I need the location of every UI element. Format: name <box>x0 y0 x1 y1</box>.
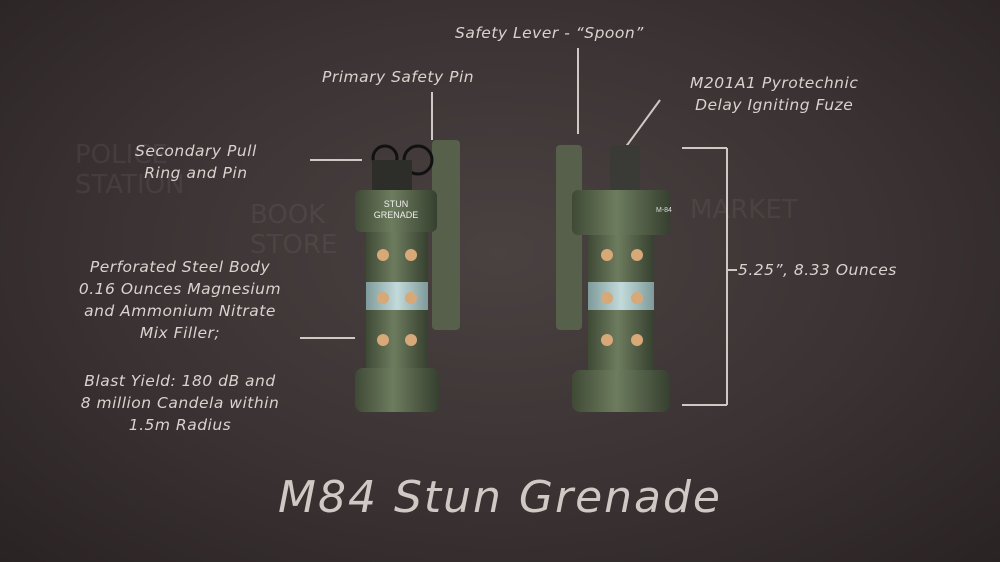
blast-label: Blast Yield: 180 dB and 8 million Candel… <box>35 370 325 436</box>
blast-line: 8 million Candela within <box>80 394 280 412</box>
fuze-label: M201A1 Pyrotechnic Delay Igniting Fuze <box>690 72 858 116</box>
secondary-line: Secondary Pull <box>135 142 257 160</box>
body-line: and Ammonium Nitrate <box>84 302 276 320</box>
fuze-line: Delay Igniting Fuze <box>695 96 854 114</box>
grenade-front: STUN GRENADE <box>355 140 460 412</box>
background-sketch: MARKET <box>690 195 798 225</box>
grenade-side-label: M-84 <box>656 207 672 214</box>
body-line: Mix Filler; <box>139 324 221 342</box>
body-line: Perforated Steel Body <box>89 258 271 276</box>
body-label: Perforated Steel Body 0.16 Ounces Magnes… <box>45 256 315 344</box>
primary-pin-label: Primary Safety Pin <box>322 68 475 86</box>
dimensions-label: 5.25”, 8.33 Ounces <box>738 261 897 279</box>
blast-line: Blast Yield: 180 dB and <box>84 372 276 390</box>
leader-lines <box>300 48 737 406</box>
body-line: 0.16 Ounces Magnesium <box>78 280 282 298</box>
secondary-line: Ring and Pin <box>144 164 248 182</box>
grenade-label-1: STUN <box>384 199 409 209</box>
grenade-side: M-84 <box>556 145 672 412</box>
fuze-line: M201A1 Pyrotechnic <box>690 74 859 92</box>
page-title: M84 Stun Grenade <box>278 472 722 523</box>
blast-line: 1.5m Radius <box>128 416 232 434</box>
secondary-pin-label: Secondary Pull Ring and Pin <box>135 140 257 184</box>
safety-lever-label: Safety Lever - “Spoon” <box>455 24 644 42</box>
grenade-label-2: GRENADE <box>374 210 419 220</box>
